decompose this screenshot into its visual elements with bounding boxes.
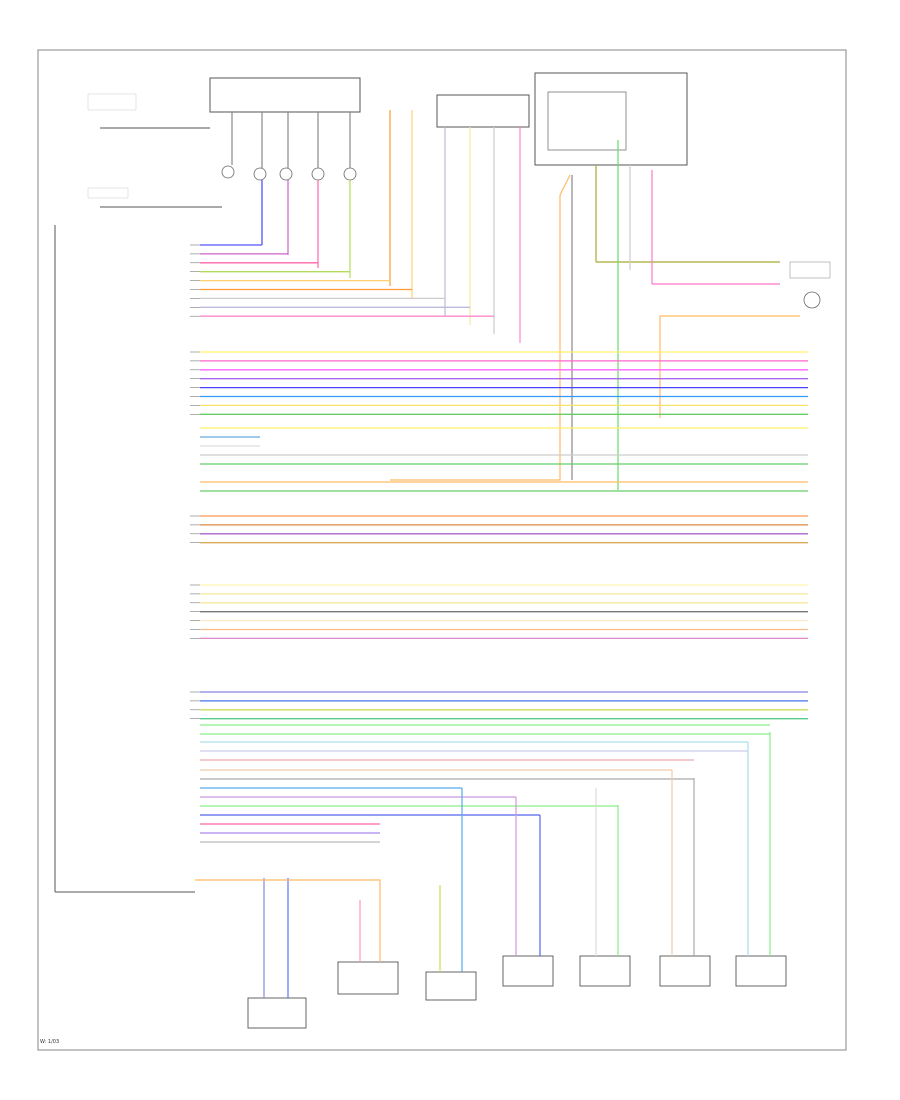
module-box-top-left (209, 77, 361, 113)
top-left-labels (87, 93, 222, 208)
footer-code: W: 1/03 (40, 1039, 59, 1045)
diagram-frame (37, 49, 847, 1051)
module-box-top-right-inner (547, 91, 627, 151)
bottom-vertical-wires (195, 732, 771, 998)
horizontal-wires (200, 244, 808, 843)
right-connector-box (789, 261, 831, 279)
bottom-components (247, 955, 787, 1029)
module-box-top-right (534, 72, 688, 166)
top-vertical-wires (231, 110, 521, 343)
sensor-connectors (221, 165, 357, 181)
right-vertical-wires (390, 140, 800, 490)
pin-labels (190, 244, 200, 720)
right-connector (803, 291, 821, 309)
module-box-top-mid (436, 94, 530, 128)
